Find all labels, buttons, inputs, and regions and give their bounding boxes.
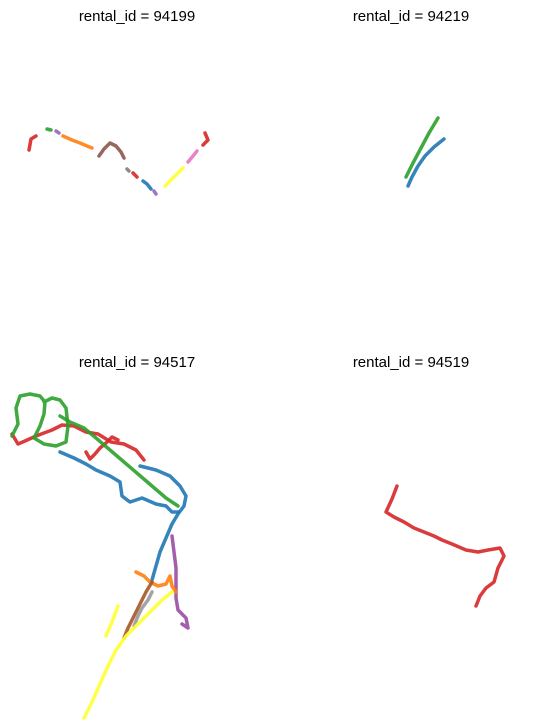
route-segment-2-1: [84, 435, 120, 461]
route-segment-2-2: [10, 392, 70, 448]
chart-plot-94199: [27, 127, 210, 196]
route-segment-2-7: [134, 570, 178, 594]
route-segment-0-6: [131, 171, 139, 179]
route-segment-0-1: [45, 127, 53, 132]
chart-panel-94199: rental_id = 94199: [0, 0, 274, 364]
route-segment-2-10: [82, 590, 174, 720]
route-segment-2-3: [58, 414, 180, 508]
chart-plot-94219: [404, 116, 446, 188]
route-segment-2-6: [170, 534, 190, 630]
route-segment-0-0: [27, 134, 38, 152]
chart-title-94219: rental_id = 94219: [352, 8, 470, 25]
route-segment-0-7: [141, 179, 153, 191]
route-segment-0-8: [152, 189, 158, 196]
route-segment-0-10: [186, 149, 199, 164]
route-segment-0-4: [97, 141, 126, 160]
chart-title-94199: rental_id = 94199: [78, 8, 196, 25]
route-segment-2-4: [58, 450, 180, 514]
route-segment-0-3: [61, 134, 94, 150]
route-segment-3-0: [384, 484, 506, 608]
chart-title-94517: rental_id = 94517: [78, 354, 196, 371]
chart-panel-94519: rental_id = 94519: [274, 346, 548, 710]
route-segment-2-11: [104, 604, 120, 638]
route-segment-0-5: [125, 167, 131, 173]
route-segment-1-1: [404, 116, 440, 179]
chart-plot-94519: [384, 484, 506, 608]
chart-plot-94517: [10, 392, 190, 720]
route-segment-0-2: [54, 129, 61, 135]
route-segment-2-5: [138, 464, 188, 582]
chart-panel-94517: rental_id = 94517: [0, 346, 274, 720]
chart-title-94519: rental_id = 94519: [352, 354, 470, 371]
route-segment-0-9: [163, 166, 185, 188]
route-segment-2-8: [122, 580, 154, 640]
chart-panel-94219: rental_id = 94219: [274, 0, 548, 364]
route-segment-2-9: [132, 590, 154, 628]
route-segment-2-0: [10, 423, 146, 462]
route-segment-0-11: [201, 131, 210, 147]
route-segment-1-0: [406, 137, 446, 188]
